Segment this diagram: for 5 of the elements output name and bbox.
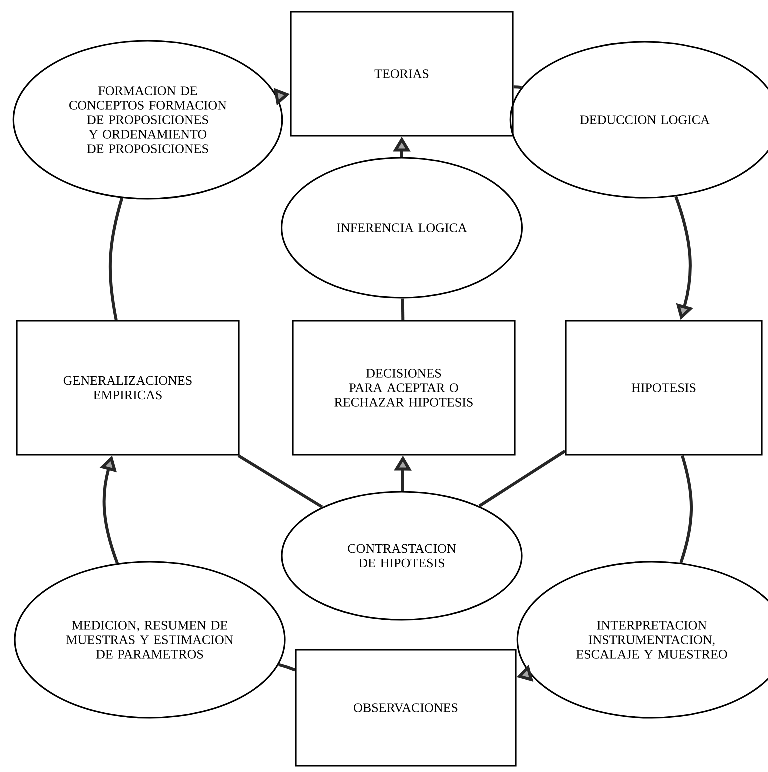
concept-box: DECISIONES PARA ACEPTAR O RECHAZAR HIPOTESIS	[292, 320, 516, 456]
concept-box: OBSERVACIONES	[295, 649, 517, 767]
concept-box: TEORIAS	[290, 11, 514, 137]
concept-box: HIPOTESIS	[565, 320, 763, 456]
concept-box: GENERALIZACIONES EMPIRICAS	[16, 320, 240, 456]
